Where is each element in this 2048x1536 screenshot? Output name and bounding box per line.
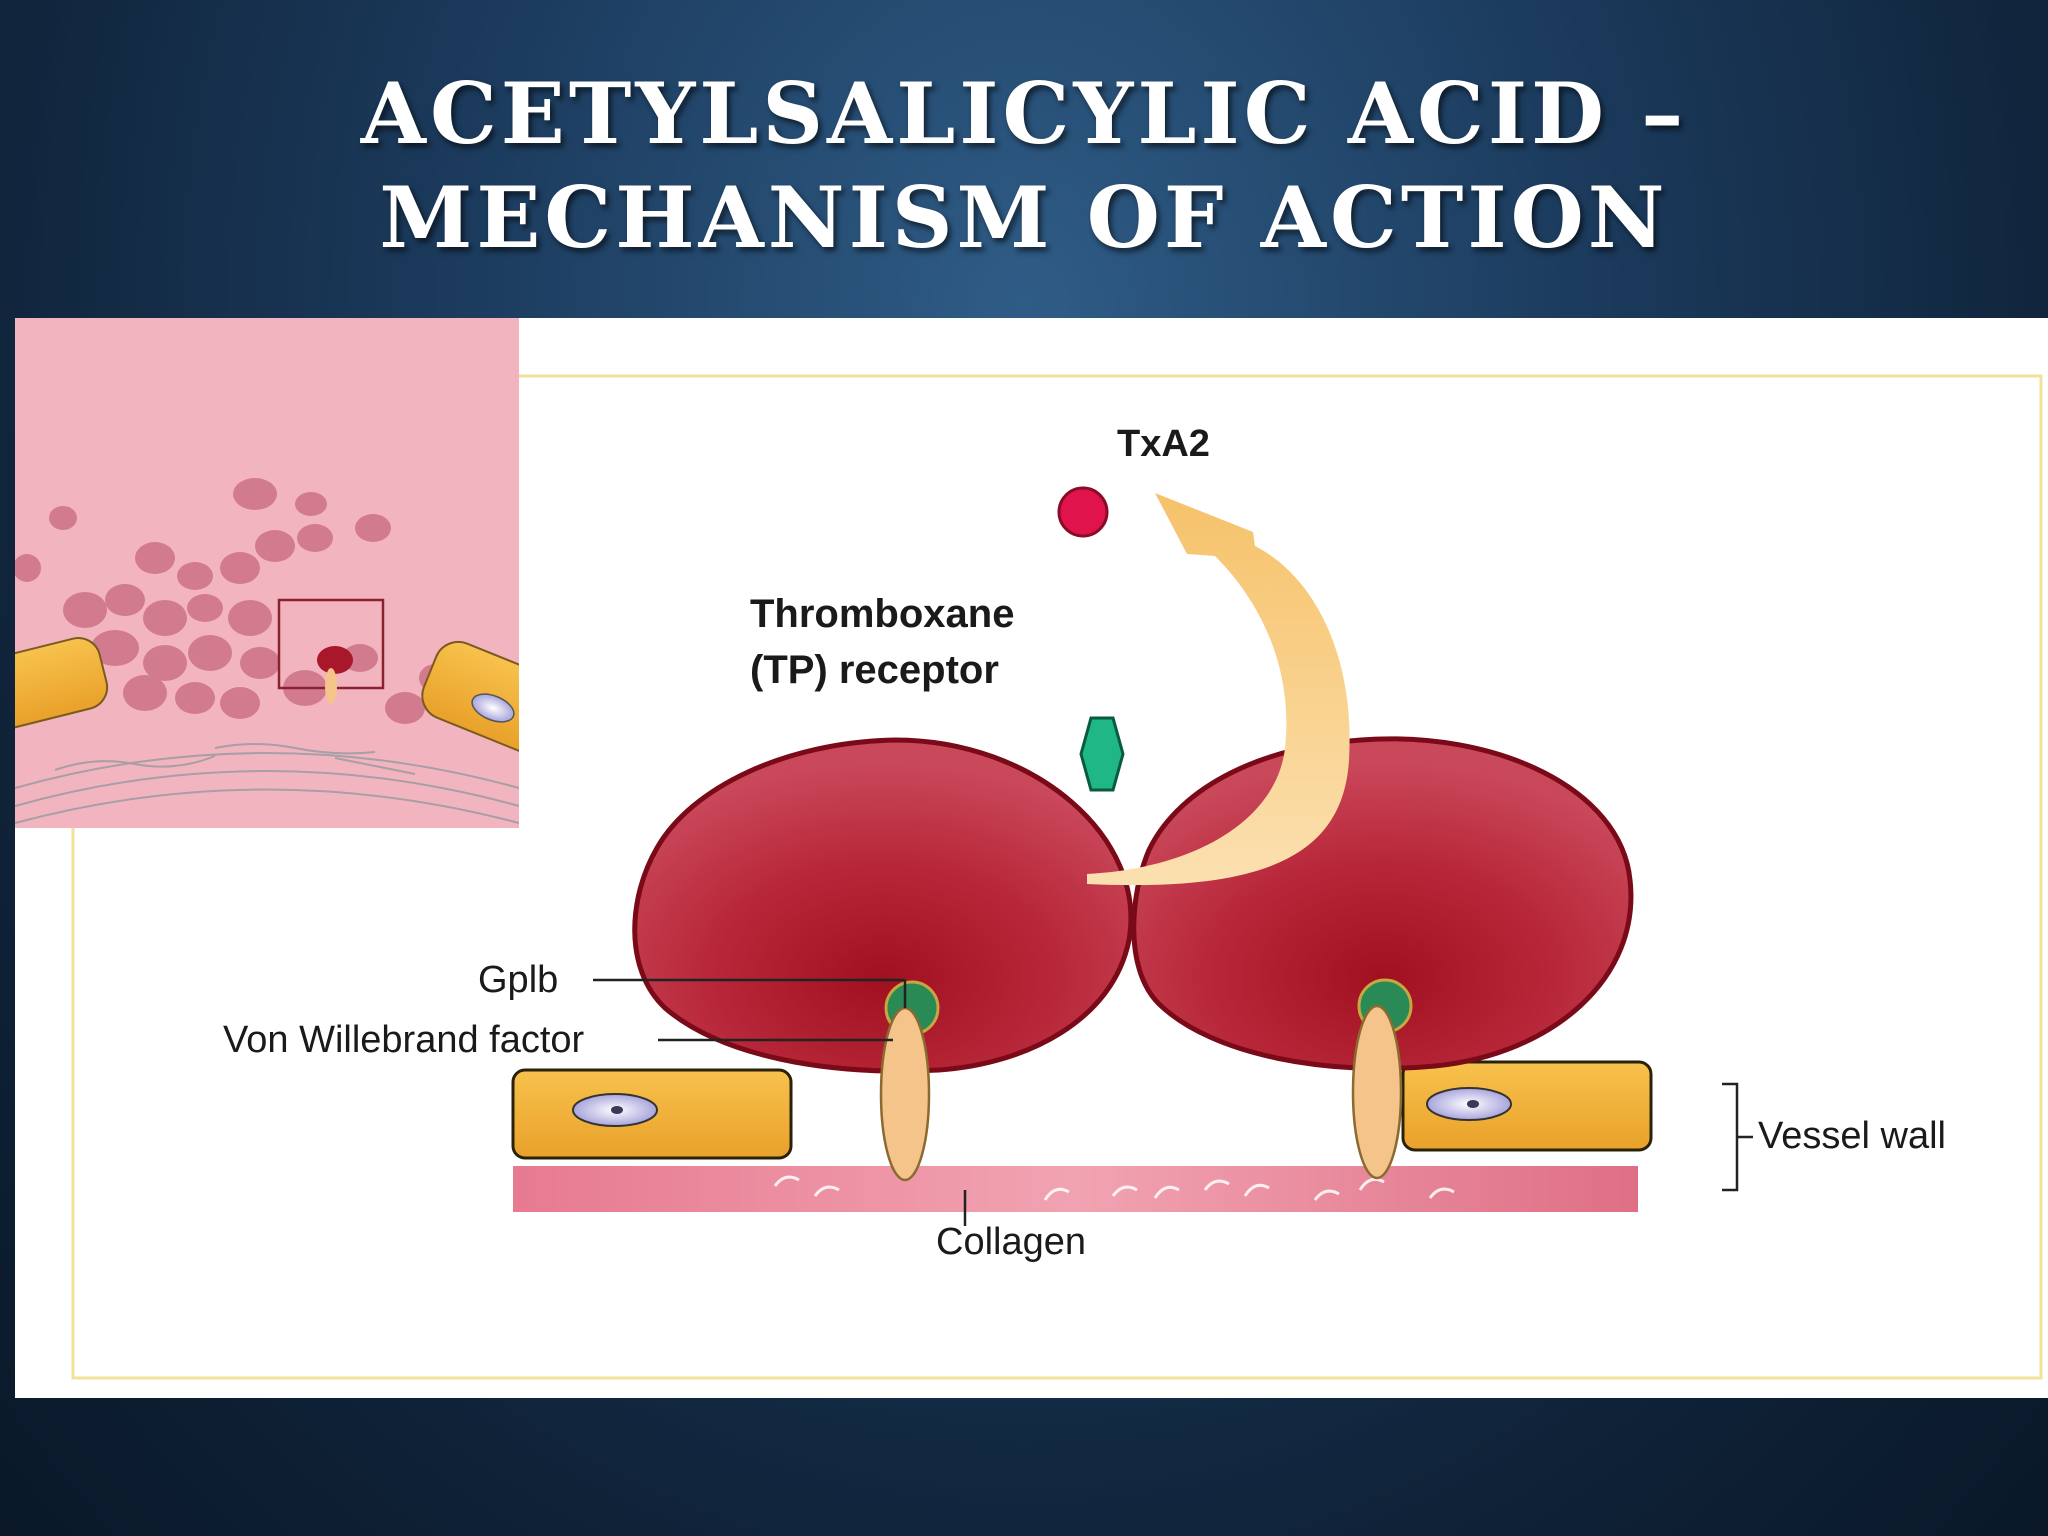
txa2-release-arrow [1087,493,1350,886]
nucleolus-left [611,1106,623,1114]
inset-vwf [325,668,337,704]
mechanism-diagram [15,318,2043,1380]
txa2-dot [1057,486,1109,538]
vwf-label: Von Willebrand factor [223,1019,585,1061]
title-line-2: MECHANISM OF ACTION [379,168,1669,267]
collagen-layer [513,1166,1638,1212]
title-line-1: ACETYLSALICYLIC ACID – [360,64,1688,163]
receptor-label-line-2: (TP) receptor [750,648,999,692]
vessel-wall-bracket [1722,1082,1753,1192]
nucleolus-right [1467,1100,1479,1108]
inset-vessel-wall [15,743,519,824]
slide-title: ACETYLSALICYLIC ACID – MECHANISM OF ACTI… [0,62,2048,270]
collagen-label: Collagen [936,1221,1086,1263]
vwf-right [1351,1004,1403,1180]
diagram-frame [71,374,2043,1380]
vwf-left [879,1006,931,1182]
endothelial-cell-right [1401,1060,1653,1152]
vessel-wall-label: Vessel wall [1758,1115,1946,1157]
receptor-label-line-1: Thromboxane [750,592,1015,636]
inset-nucleus [471,693,515,723]
inset-endothelial-cell-left [15,637,109,731]
figure-panel: TxA2 Thromboxane (TP) receptor Gplb Von … [15,318,2048,1398]
inset-platelet [317,646,353,674]
gplb-label: Gplb [478,959,559,1001]
tp-receptor-shape [1079,716,1125,792]
inset-background [15,318,519,828]
txa2-label: TxA2 [1117,423,1210,465]
collagen-fibers [773,1175,1455,1201]
inset-overview [15,318,519,828]
platelet-left [632,737,1134,1074]
inset-blood-cells [15,478,451,724]
